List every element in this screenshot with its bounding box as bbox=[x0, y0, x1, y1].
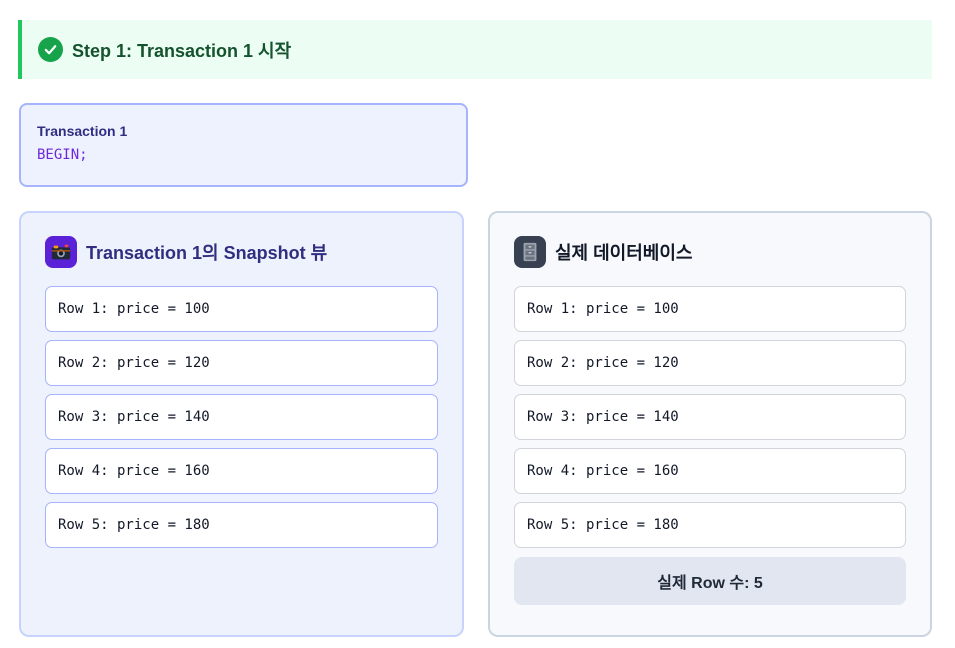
database-row: Row 5: price = 180 bbox=[514, 502, 906, 548]
database-panel-title: 실제 데이터베이스 bbox=[555, 243, 693, 263]
snapshot-panel-header: Transaction 1의 Snapshot 뷰 bbox=[45, 236, 438, 268]
file-cabinet-icon bbox=[514, 236, 546, 268]
check-circle-icon bbox=[38, 37, 63, 62]
transaction-label: Transaction 1 bbox=[37, 123, 128, 139]
database-row: Row 4: price = 160 bbox=[514, 448, 906, 494]
database-panel: 실제 데이터베이스 Row 1: price = 100 Row 2: pric… bbox=[488, 211, 932, 637]
snapshot-panel: Transaction 1의 Snapshot 뷰 Row 1: price =… bbox=[19, 211, 464, 637]
database-row: Row 2: price = 120 bbox=[514, 340, 906, 386]
transaction-code: BEGIN; bbox=[37, 147, 88, 163]
step-title: Step 1: Transaction 1 시작 bbox=[72, 40, 292, 61]
snapshot-row: Row 4: price = 160 bbox=[45, 448, 438, 494]
snapshot-row: Row 3: price = 140 bbox=[45, 394, 438, 440]
snapshot-panel-title: Transaction 1의 Snapshot 뷰 bbox=[86, 243, 328, 263]
snapshot-row: Row 5: price = 180 bbox=[45, 502, 438, 548]
database-row: Row 3: price = 140 bbox=[514, 394, 906, 440]
database-row: Row 1: price = 100 bbox=[514, 286, 906, 332]
snapshot-row: Row 1: price = 100 bbox=[45, 286, 438, 332]
step-banner: Step 1: Transaction 1 시작 bbox=[18, 20, 932, 79]
database-panel-header: 실제 데이터베이스 bbox=[514, 236, 906, 268]
snapshot-row: Row 2: price = 120 bbox=[45, 340, 438, 386]
row-count-summary: 실제 Row 수: 5 bbox=[514, 557, 906, 605]
transaction-box: Transaction 1 BEGIN; bbox=[19, 103, 468, 187]
camera-icon bbox=[45, 236, 77, 268]
